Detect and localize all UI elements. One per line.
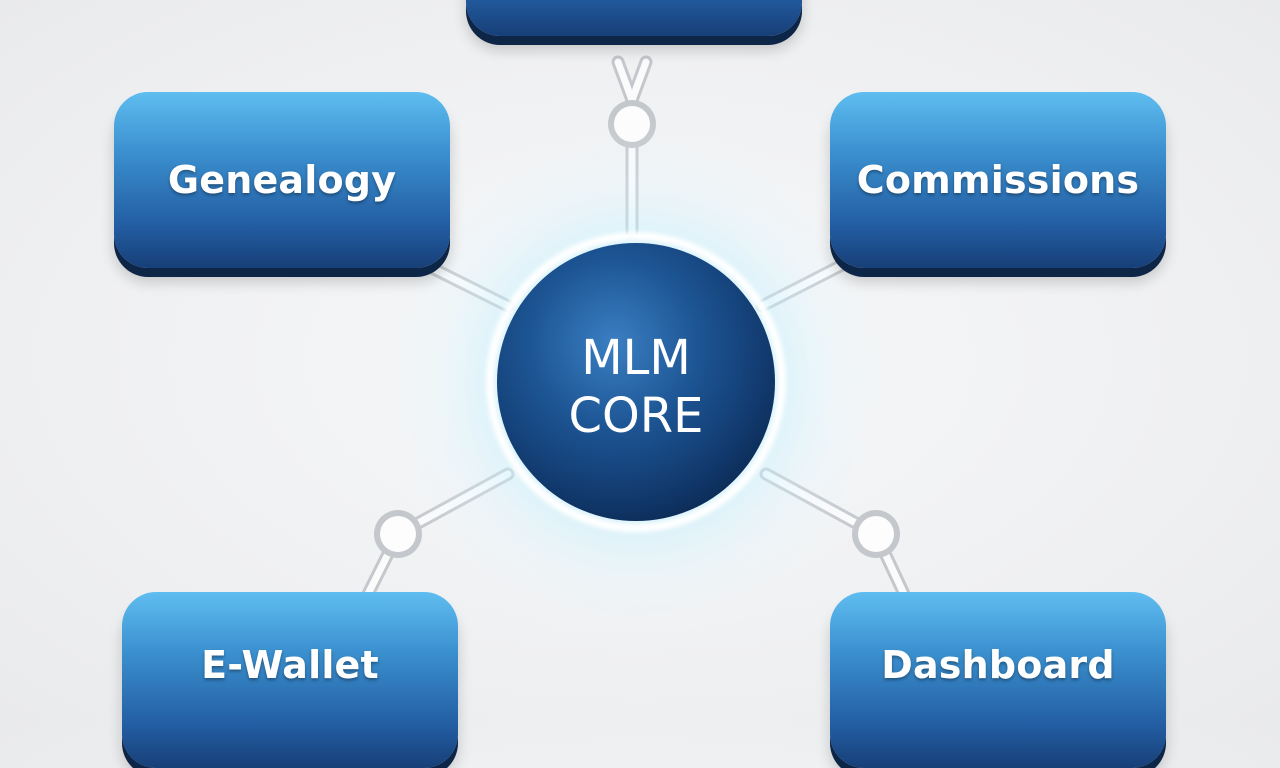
hub-diagram: MLM CORE — [361, 55, 911, 652]
core-circle[interactable] — [497, 243, 775, 521]
node-ewallet-label: E-Wallet — [201, 643, 379, 687]
node-commissions-label: Commissions — [856, 158, 1140, 202]
core-label-line1: MLM — [581, 330, 691, 386]
node-dashboard[interactable]: Dashboard — [830, 592, 1166, 768]
node-commissions[interactable]: Commissions — [830, 92, 1166, 268]
node-ewallet[interactable]: E-Wallet — [122, 592, 458, 768]
core-label-line2: CORE — [569, 388, 704, 444]
node-genealogy-label: Genealogy — [167, 158, 397, 202]
node-genealogy[interactable]: Genealogy — [114, 92, 450, 268]
core-ring — [486, 232, 786, 532]
node-top[interactable] — [466, 0, 802, 36]
node-dashboard-label: Dashboard — [881, 643, 1115, 687]
